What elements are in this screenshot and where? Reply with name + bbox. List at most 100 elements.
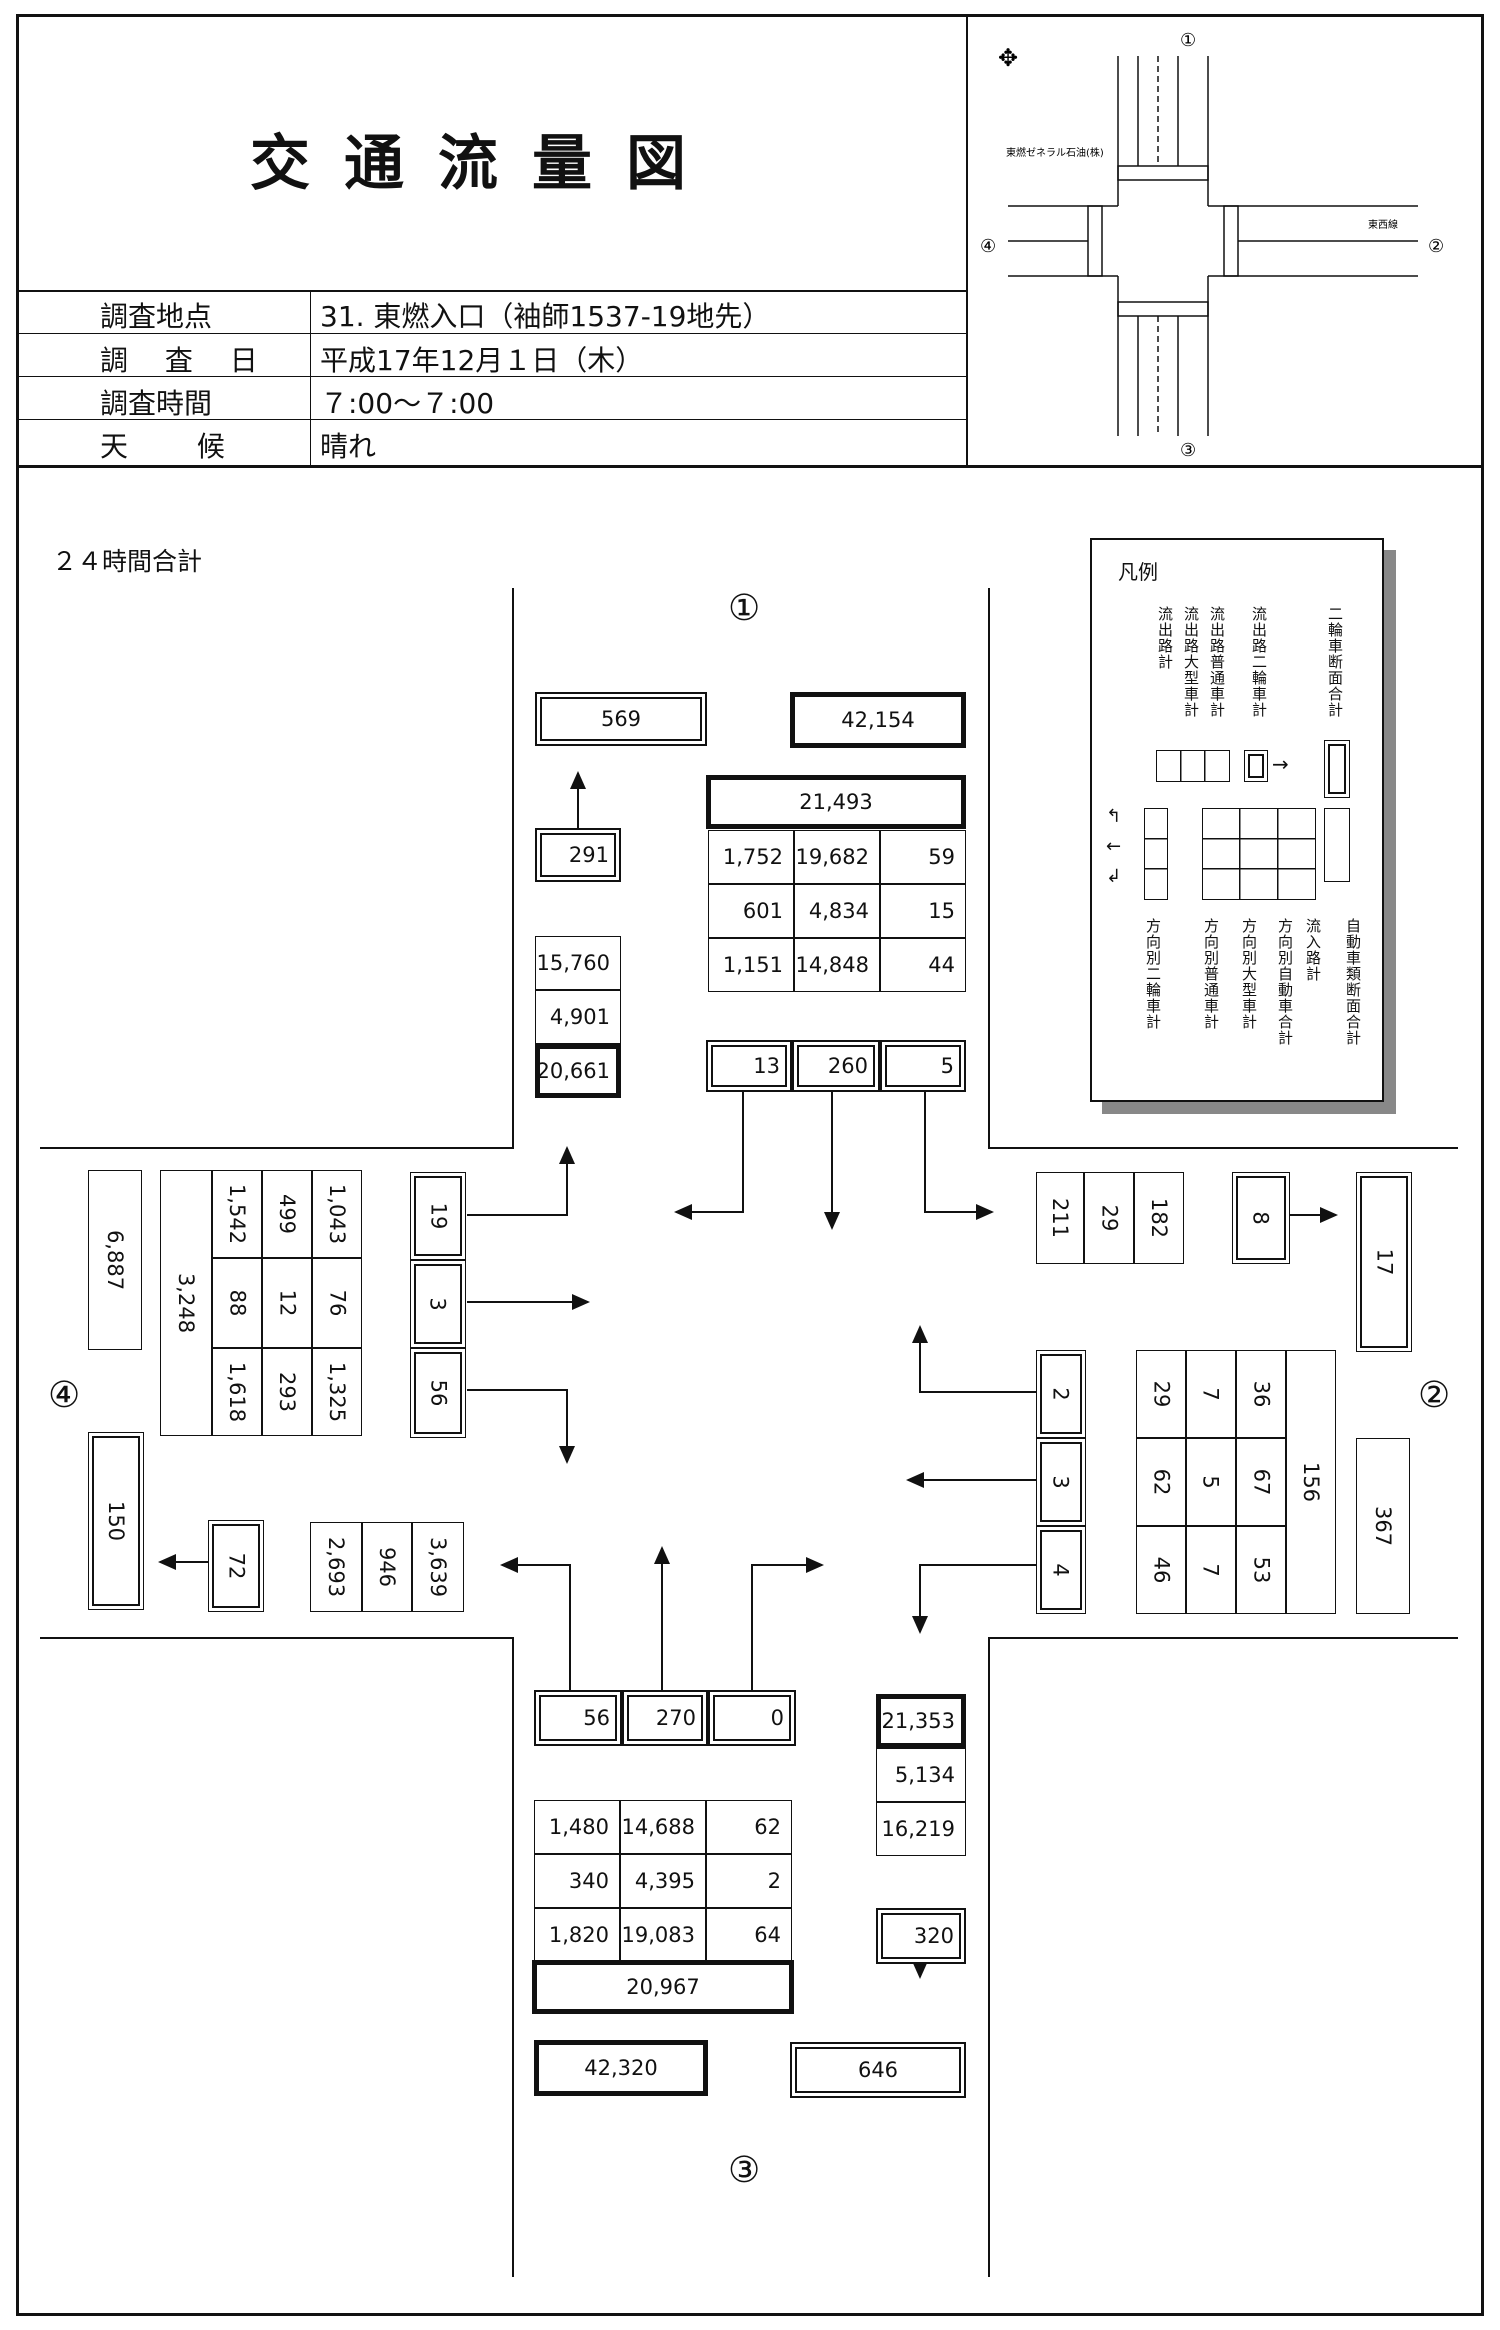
legend-label: 方向別二輪車計	[1144, 918, 1162, 1030]
west-bike-dir: 3	[410, 1260, 466, 1348]
info-value-time: ７:00～７:00	[320, 387, 495, 420]
east-inflow-cell-value: 46	[1148, 1556, 1173, 1584]
west-inflow-cell: 1,325	[312, 1348, 362, 1436]
north-outflow-cell: 4,901	[535, 990, 621, 1044]
road-edge	[512, 1637, 514, 2277]
west-outflow-total: 3,639	[412, 1522, 464, 1612]
approach-label-west: ④	[48, 1375, 81, 1416]
road-edge	[988, 588, 990, 1148]
north-bike-dir-left: 13	[706, 1040, 792, 1092]
west-bike-dir: 19	[410, 1172, 466, 1260]
east-inflow-cell-value: 5	[1199, 1475, 1223, 1489]
east-inflow-cell: 7	[1186, 1350, 1236, 1438]
road-edge	[512, 588, 514, 1148]
east-inflow-cell-value: 53	[1248, 1556, 1273, 1584]
west-inflow-cell: 88	[212, 1258, 262, 1348]
info-label-date: 調 査 日	[100, 344, 272, 377]
west-outflow-cell-value: 946	[375, 1546, 399, 1588]
west-outflow-total-value: 3,639	[426, 1536, 450, 1598]
legend-label: 流出路普通車計	[1208, 606, 1226, 718]
south-inflow-cell: 64	[706, 1908, 792, 1962]
legend-label: 自動車類断面合計	[1344, 918, 1362, 1046]
east-inflow-cell: 7	[1186, 1526, 1236, 1614]
east-inflow-cell: 62	[1136, 1438, 1186, 1526]
north-inflow-total: 21,493	[706, 775, 966, 829]
legend-title: 凡例	[1118, 560, 1158, 584]
east-bike-dir: 3	[1036, 1438, 1086, 1526]
map-label-west: ④	[980, 236, 996, 257]
north-inflow-cell: 1,752	[708, 830, 794, 884]
west-inflow-cell: 76	[312, 1258, 362, 1348]
south-outflow-total: 21,353	[876, 1694, 966, 1748]
east-bike-dir-value: 3	[1049, 1475, 1073, 1489]
north-inflow-cell: 59	[880, 830, 966, 884]
west-outflow-cell: 946	[362, 1522, 412, 1612]
east-outflow-total: 211	[1036, 1172, 1084, 1264]
east-outflow-bike: 17	[1356, 1172, 1412, 1352]
west-inflow-cell-value: 76	[324, 1289, 349, 1317]
south-inflow-cell: 4,395	[620, 1854, 706, 1908]
north-inflow-cell: 14,848	[794, 938, 880, 992]
south-inflow-cell: 2	[706, 1854, 792, 1908]
arrow-right-icon: →	[1272, 752, 1289, 776]
west-outflow-cell-value: 2,693	[324, 1536, 348, 1598]
legend-label: 二輪車断面合計	[1326, 606, 1344, 718]
east-bike-dir-value: 4	[1049, 1563, 1073, 1577]
legend: 凡例 流出路計 流出路大型車計 流出路普通車計 流出路二輪車計 二輪車断面合計 …	[1090, 538, 1384, 1102]
map-label-store: 東燃ゼネラル石油(株)	[1006, 146, 1104, 159]
west-inflow-cell-value: 293	[275, 1371, 299, 1413]
east-inflow-total: 156	[1286, 1350, 1336, 1614]
map-label-road: 東西線	[1368, 218, 1398, 231]
north-outflow-cell: 15,760	[535, 936, 621, 990]
west-inflow-total-value: 3,248	[174, 1272, 198, 1334]
north-inflow-cell: 19,682	[794, 830, 880, 884]
west-outflow-bike-value: 150	[104, 1500, 128, 1542]
info-value-location: 31. 東燃入口（袖師1537-19地先）	[320, 300, 771, 333]
east-inflow-cell-value: 67	[1248, 1468, 1273, 1496]
map-label-south: ③	[1180, 440, 1196, 461]
east-inflow-cell-value: 36	[1248, 1380, 1273, 1408]
page-title: 交通流量図	[250, 129, 720, 199]
page-frame	[16, 14, 1484, 2316]
west-section-total-value: 6,887	[103, 1229, 127, 1291]
approach-label-north: ①	[728, 588, 761, 629]
west-inflow-cell: 1,618	[212, 1348, 262, 1436]
legend-sample	[1244, 750, 1268, 782]
north-inflow-cell: 4,834	[794, 884, 880, 938]
east-outflow-bike-small: 8	[1232, 1172, 1290, 1264]
road-edge	[40, 1147, 514, 1149]
west-inflow-cell-value: 1,325	[325, 1361, 349, 1423]
east-outflow-cell-value: 29	[1096, 1204, 1121, 1232]
east-outflow-bike-value: 17	[1371, 1248, 1396, 1276]
east-outflow-bike-small-value: 8	[1249, 1211, 1273, 1225]
south-section-total: 42,320	[534, 2040, 708, 2096]
east-inflow-total-value: 156	[1299, 1461, 1323, 1503]
east-section-total-value: 367	[1371, 1505, 1395, 1547]
east-inflow-cell: 36	[1236, 1350, 1286, 1438]
header-bottom-line	[16, 465, 1484, 468]
north-outflow-total: 20,661	[535, 1044, 621, 1098]
north-inflow-cell: 601	[708, 884, 794, 938]
south-inflow-total: 20,967	[532, 1960, 794, 2014]
legend-label: 流出路大型車計	[1182, 606, 1200, 718]
east-outflow-cell: 29	[1084, 1172, 1134, 1264]
west-inflow-total: 3,248	[160, 1170, 212, 1436]
south-inflow-cell: 62	[706, 1800, 792, 1854]
north-outflow-bike: 569	[535, 692, 707, 746]
east-inflow-cell: 5	[1186, 1438, 1236, 1526]
west-bike-dir-value: 19	[425, 1202, 450, 1230]
legend-arrow-icon: ↰←↲	[1106, 806, 1122, 887]
north-inflow-cell: 15	[880, 884, 966, 938]
east-outflow-total-value: 211	[1048, 1197, 1072, 1239]
south-outflow-cell: 5,134	[876, 1748, 966, 1802]
north-bike-dir-right: 5	[880, 1040, 966, 1092]
south-inflow-cell: 1,820	[534, 1908, 620, 1962]
west-inflow-cell-value: 1,542	[225, 1183, 249, 1245]
west-outflow-bike-small-value: 72	[223, 1552, 248, 1580]
south-inflow-cell: 1,480	[534, 1800, 620, 1854]
east-inflow-cell: 46	[1136, 1526, 1186, 1614]
west-bike-dir-value: 56	[425, 1379, 450, 1407]
west-inflow-cell-value: 12	[274, 1289, 299, 1317]
legend-label: 方向別大型車計	[1240, 918, 1258, 1030]
